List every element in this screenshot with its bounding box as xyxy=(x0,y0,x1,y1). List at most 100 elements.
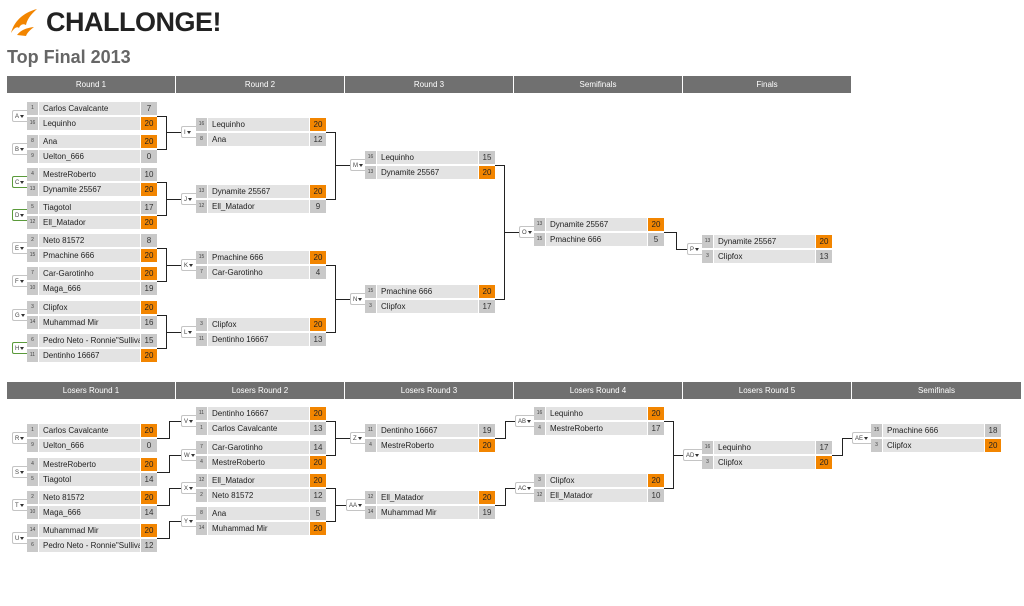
match-id-dropdown[interactable]: O xyxy=(519,226,534,238)
match-id-dropdown[interactable]: AE xyxy=(852,432,871,444)
match-id-dropdown[interactable]: D xyxy=(12,209,27,221)
match-id-dropdown[interactable]: G xyxy=(12,309,27,321)
round-header-losers-round-1: Losers Round 1 xyxy=(7,382,176,399)
match-id-dropdown[interactable]: Z xyxy=(350,432,365,444)
match-id-dropdown[interactable]: AC xyxy=(515,482,534,494)
match-score: 20 xyxy=(141,267,157,280)
seed-number: 15 xyxy=(534,233,545,246)
match-id-dropdown[interactable]: F xyxy=(12,275,27,287)
match-id-dropdown[interactable]: P xyxy=(687,243,702,255)
match-id-dropdown[interactable]: K xyxy=(181,259,196,271)
match-id-dropdown[interactable]: H xyxy=(12,342,27,354)
match-id-dropdown[interactable]: I xyxy=(181,126,196,138)
match-id-dropdown[interactable]: S xyxy=(12,466,27,478)
match-id-dropdown[interactable]: R xyxy=(12,432,27,444)
match-id-dropdown[interactable]: AB xyxy=(515,415,534,427)
match-id-dropdown[interactable]: Y xyxy=(181,515,196,527)
match-id-label: AA xyxy=(349,503,358,509)
match-id-dropdown[interactable]: X xyxy=(181,482,196,494)
match-id-dropdown[interactable]: M xyxy=(350,159,365,171)
match-id-dropdown[interactable]: B xyxy=(12,143,27,155)
challonge-logo[interactable]: CHALLONGE! xyxy=(8,6,221,38)
match-id-dropdown[interactable]: U xyxy=(12,532,27,544)
match-id-dropdown[interactable]: V xyxy=(181,415,196,427)
match-score: 20 xyxy=(479,166,495,179)
seed-number: 16 xyxy=(365,151,376,164)
match-id-dropdown[interactable]: J xyxy=(181,193,196,205)
match-id-dropdown[interactable]: W xyxy=(181,449,196,461)
match-id-dropdown[interactable]: A xyxy=(12,110,27,122)
dropdown-arrow-icon xyxy=(359,163,363,167)
match-id-dropdown[interactable]: N xyxy=(350,293,365,305)
match-id-dropdown[interactable]: AA xyxy=(346,499,365,511)
connector-line xyxy=(505,421,515,422)
match-id-dropdown[interactable]: E xyxy=(12,242,27,254)
match-id-dropdown[interactable]: C xyxy=(12,176,27,188)
match-id-dropdown[interactable]: AD xyxy=(683,449,702,461)
match-id-dropdown[interactable]: T xyxy=(12,499,27,511)
match-id-dropdown[interactable]: L xyxy=(181,326,196,338)
